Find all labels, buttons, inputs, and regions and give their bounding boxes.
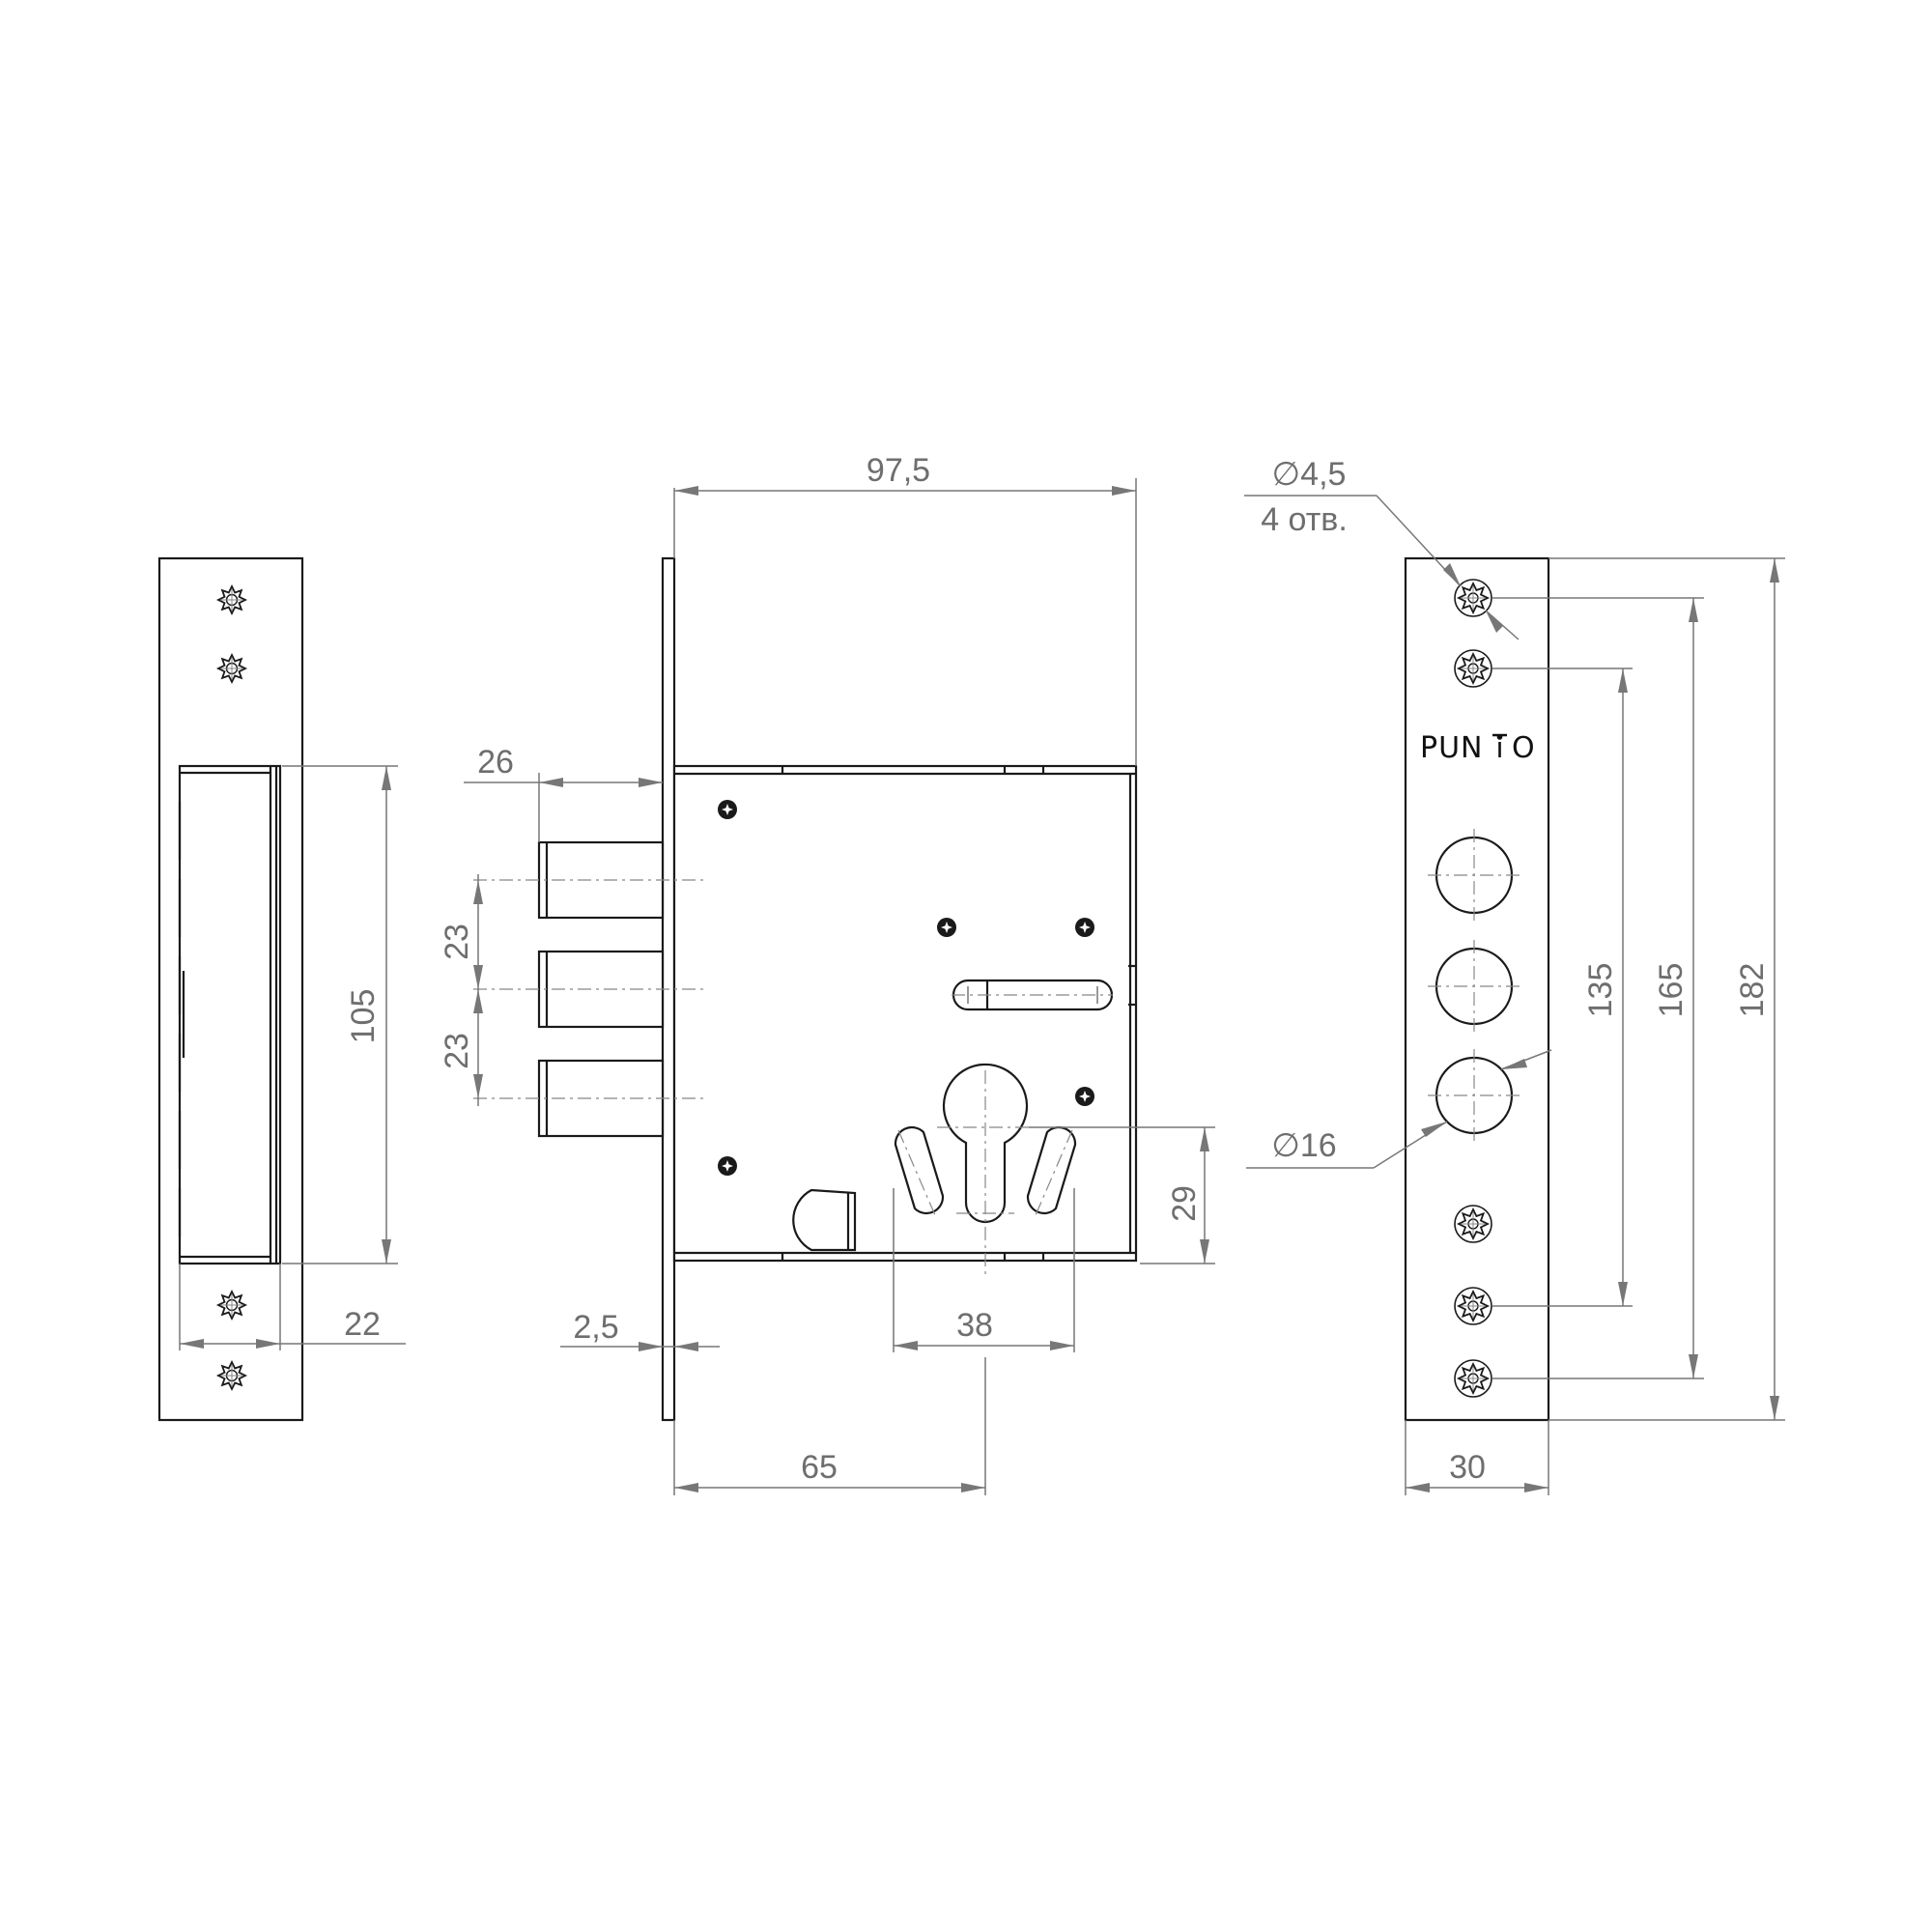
dimension-label: 135 bbox=[1582, 963, 1619, 1018]
dimension-hole-spacing-outer: 165 bbox=[1492, 597, 1704, 1379]
dimension-faceplate-width: 30 bbox=[1405, 1420, 1549, 1495]
strike-box bbox=[178, 764, 282, 1265]
screw-icon bbox=[1454, 1287, 1492, 1325]
callout-bolt-diameter: ∅16 bbox=[1246, 1049, 1552, 1169]
screw-icon bbox=[718, 800, 737, 819]
diagonal-slot bbox=[894, 1125, 945, 1216]
dimension-label: 22 bbox=[344, 1306, 381, 1343]
screw-icon bbox=[1454, 1359, 1492, 1398]
dimension-bolt-projection: 26 bbox=[464, 744, 663, 842]
lock-body-view: 97,5 26 23 23 2,5 bbox=[439, 452, 1215, 1495]
dimension-cylinder-offset: 29 bbox=[1029, 1126, 1215, 1264]
diagonal-slot bbox=[1026, 1125, 1077, 1216]
screw-icon bbox=[718, 1156, 737, 1176]
lock-case bbox=[672, 764, 1138, 1263]
latch-cutout bbox=[792, 1188, 857, 1252]
screw-icon bbox=[217, 585, 246, 614]
follower-slot bbox=[952, 979, 1114, 1011]
callout-label: ∅4,5 bbox=[1272, 456, 1347, 493]
dimension-strike-box-height: 105 bbox=[282, 765, 398, 1264]
dimension-depth-total: 97,5 bbox=[673, 452, 1137, 766]
dimension-label: 105 bbox=[345, 989, 382, 1044]
logo-text: PUN bbox=[1420, 731, 1484, 765]
dimension-label: 65 bbox=[801, 1449, 838, 1486]
callout-label: ∅16 bbox=[1271, 1127, 1336, 1164]
brand-logo: PUN O bbox=[1420, 731, 1536, 765]
faceplate-front-view: PUN O ∅4,5 4 отв. bbox=[1244, 456, 1785, 1495]
screw-icon bbox=[217, 654, 246, 683]
dimension-bolt-spacing: 23 23 bbox=[439, 874, 483, 1106]
dimension-label: 38 bbox=[956, 1307, 993, 1344]
dimension-label: 182 bbox=[1734, 963, 1771, 1018]
dimension-faceplate-thickness: 2,5 bbox=[560, 1309, 720, 1351]
dimension-label: 2,5 bbox=[573, 1309, 618, 1346]
bolt-end bbox=[1428, 829, 1520, 922]
dimension-screw-spacing: 38 bbox=[893, 1188, 1075, 1352]
dimension-label: 165 bbox=[1653, 963, 1690, 1018]
dimension-hole-spacing-inner: 135 bbox=[1492, 668, 1633, 1307]
strike-plate-view: 105 22 bbox=[157, 556, 406, 1422]
bolt-end bbox=[1428, 940, 1520, 1033]
screw-icon bbox=[1075, 918, 1094, 937]
dimension-label: 30 bbox=[1449, 1449, 1486, 1486]
bolt-end bbox=[1428, 1049, 1520, 1142]
dimension-faceplate-length: 182 bbox=[1548, 557, 1785, 1421]
dimension-label: 97,5 bbox=[867, 452, 930, 489]
screw-icon bbox=[1454, 649, 1492, 688]
screw-icon bbox=[1454, 1205, 1492, 1243]
dimension-backset: 65 bbox=[673, 1357, 986, 1495]
logo-text: O bbox=[1512, 731, 1536, 765]
cylinder-hole bbox=[937, 1063, 1034, 1275]
dimension-strike-box-depth: 22 bbox=[179, 1264, 406, 1350]
callout-label: 4 отв. bbox=[1261, 501, 1348, 538]
screw-icon bbox=[1075, 1087, 1094, 1106]
screw-icon bbox=[937, 918, 956, 937]
dimension-label: 23 bbox=[439, 1033, 475, 1069]
dimension-label: 23 bbox=[439, 923, 475, 960]
dimension-label: 26 bbox=[477, 744, 514, 781]
screw-icon bbox=[217, 1291, 246, 1320]
dimension-label: 29 bbox=[1166, 1185, 1203, 1222]
screw-icon bbox=[217, 1361, 246, 1390]
callout-screw-hole: ∅4,5 4 отв. bbox=[1244, 456, 1520, 640]
